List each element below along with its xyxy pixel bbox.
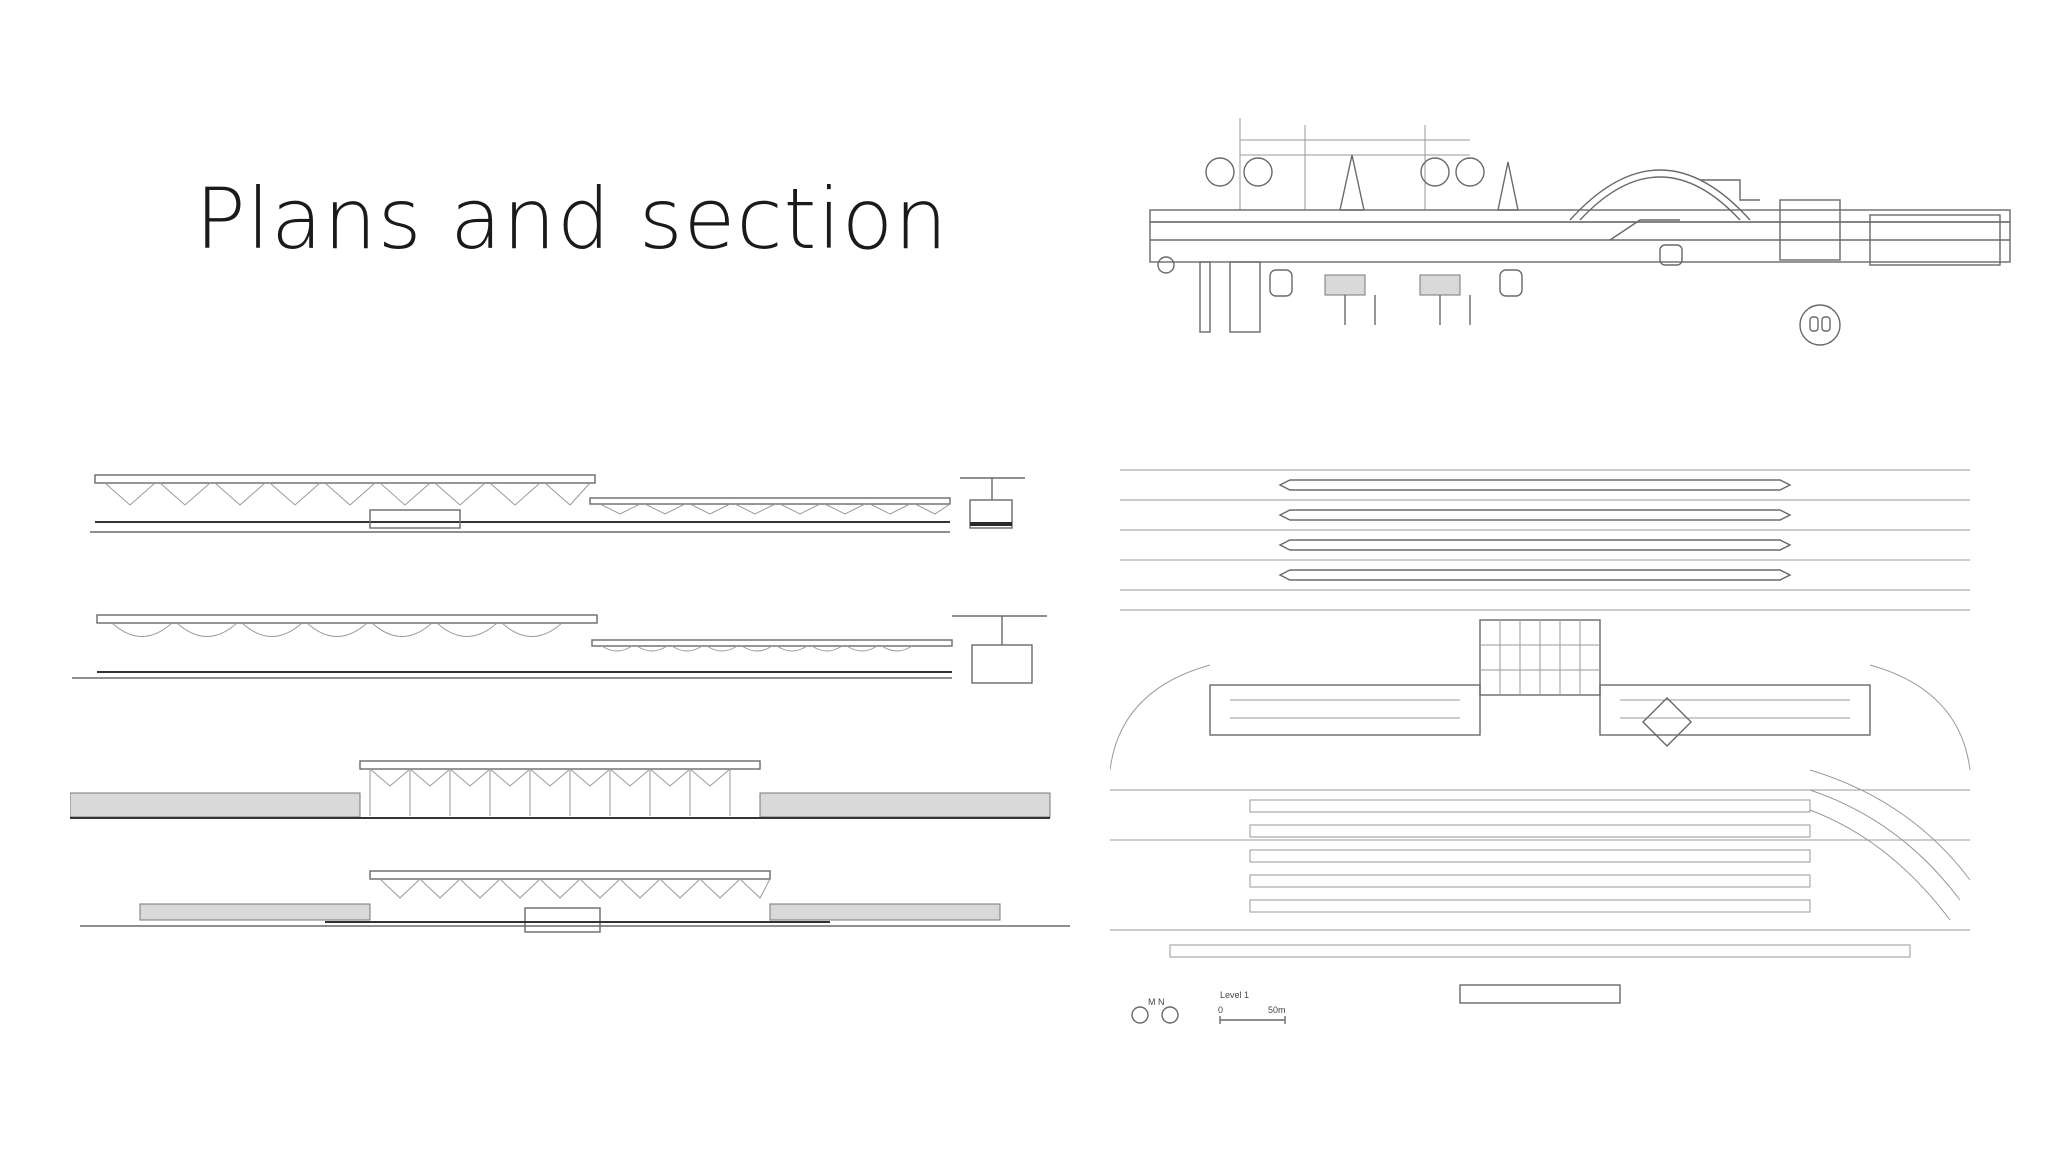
cross-section-drawing xyxy=(1149,118,2011,346)
elevation-drawing-1 xyxy=(90,474,1025,533)
elevation-drawing-2 xyxy=(72,614,1047,684)
scale-end-label: 50m xyxy=(1268,1005,1286,1015)
north-mark-m: M xyxy=(1148,997,1156,1007)
elevation-drawing-3 xyxy=(70,760,1051,819)
elevation-drawing-4 xyxy=(80,870,1070,933)
slide-title: Plans and section xyxy=(195,170,949,268)
plan-level-label: Level 1 xyxy=(1220,990,1249,1000)
scale-start-label: 0 xyxy=(1218,1005,1223,1015)
floor-plan-drawing: M N Level 1 0 50m xyxy=(1110,469,1971,1024)
north-mark-n: N xyxy=(1158,997,1165,1007)
